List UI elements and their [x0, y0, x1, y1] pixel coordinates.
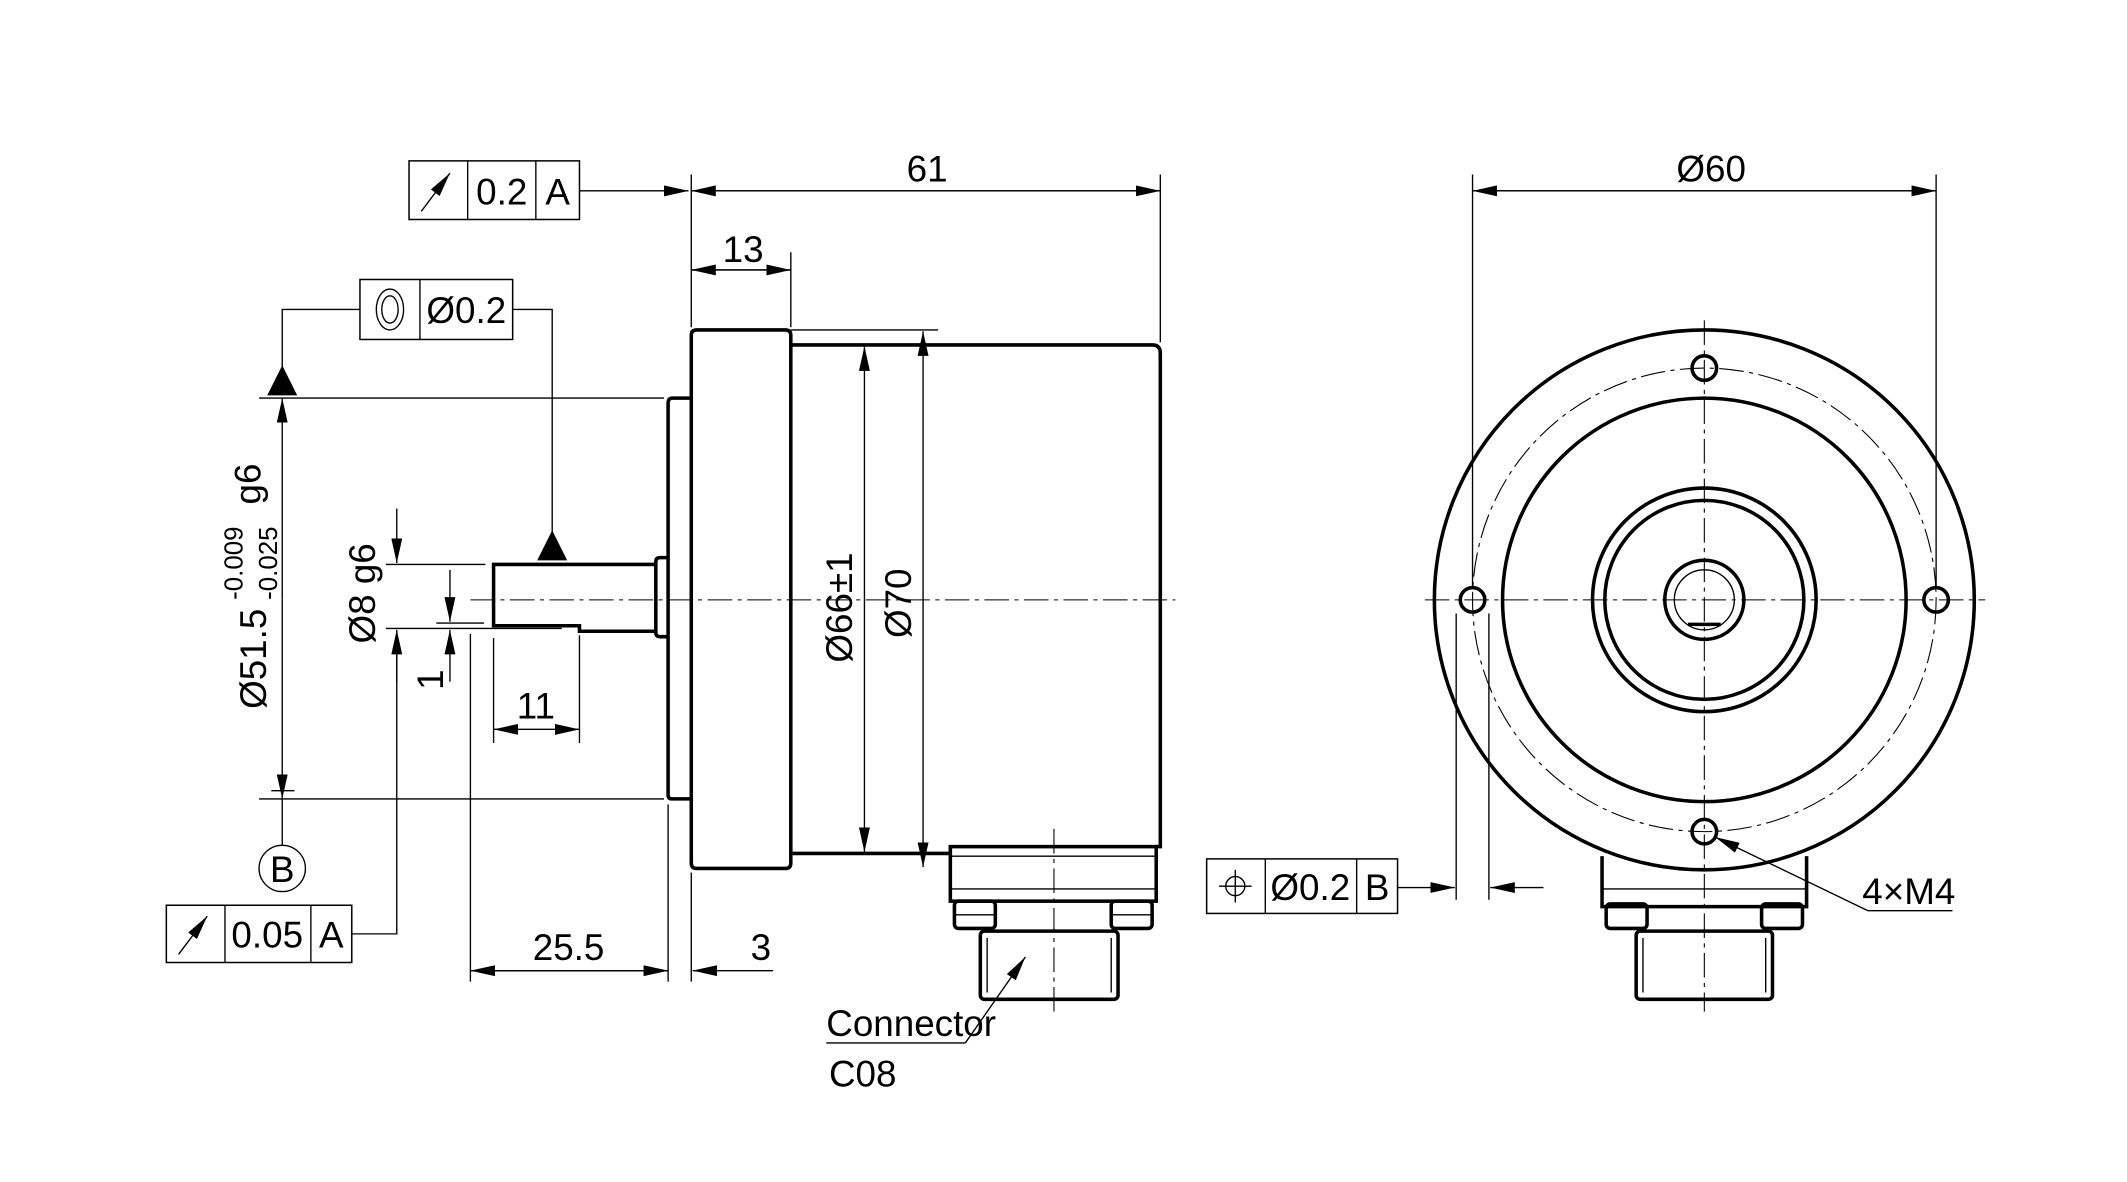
position-frame: Ø0.2 B [1205, 613, 1544, 915]
concentricity-icon [375, 288, 405, 331]
dim-pilot-length: 3 [751, 927, 771, 968]
dim-flat-depth: 1 [410, 669, 451, 689]
dim-shaft-diameter: Ø8 g6 [342, 543, 383, 643]
front-view: Ø60 Ø0.2 B 4×M4 [1205, 148, 1986, 1012]
dim-flange-width: 13 [723, 229, 764, 270]
pilot-outline [666, 396, 692, 801]
dim-flange-diameter: Ø70 [878, 568, 919, 638]
runout-value: 0.2 [476, 171, 527, 212]
connector-label: Connector [826, 1003, 996, 1044]
dim-pilot-fit: g6 [227, 463, 268, 504]
dim-key-length: 11 [517, 685, 555, 726]
shaft-collar [654, 555, 669, 639]
position-value: Ø0.2 [1270, 867, 1350, 908]
position-icon [1218, 869, 1252, 903]
dim-shaft-length: 25.5 [533, 927, 605, 968]
connector-side [948, 828, 1158, 1012]
shaft-outline [491, 562, 656, 633]
runout-frame-top: 0.2 A [408, 160, 689, 221]
runout-value: 0.05 [231, 915, 303, 956]
connector-type: C08 [829, 1054, 897, 1095]
flange-outline [689, 328, 793, 871]
runout-icon [420, 172, 451, 212]
dim-length-total: 61 [907, 148, 948, 189]
dim-pilot-diameter: Ø51.5 [233, 609, 274, 709]
runout-datum: A [545, 171, 570, 212]
datum-label-b: B [270, 849, 295, 890]
dim-pilot-tol-upper: -0.009 [221, 526, 249, 599]
runout-frame-bottom: 0.05 A [165, 629, 403, 964]
runout-icon [178, 915, 208, 955]
position-datum: B [1365, 867, 1390, 908]
concentricity-value: Ø0.2 [426, 290, 506, 331]
side-view: 61 0.2 A 13 Ø0.2 [165, 148, 1176, 1095]
holes-label: 4×M4 [1862, 871, 1955, 912]
runout-datum: A [319, 915, 344, 956]
dim-bolt-circle: Ø60 [1676, 148, 1746, 189]
concentricity-frame: Ø0.2 [267, 278, 568, 561]
dim-pilot-tol-lower: -0.025 [255, 526, 283, 599]
dim-body-diameter: Ø66±1 [819, 552, 860, 662]
